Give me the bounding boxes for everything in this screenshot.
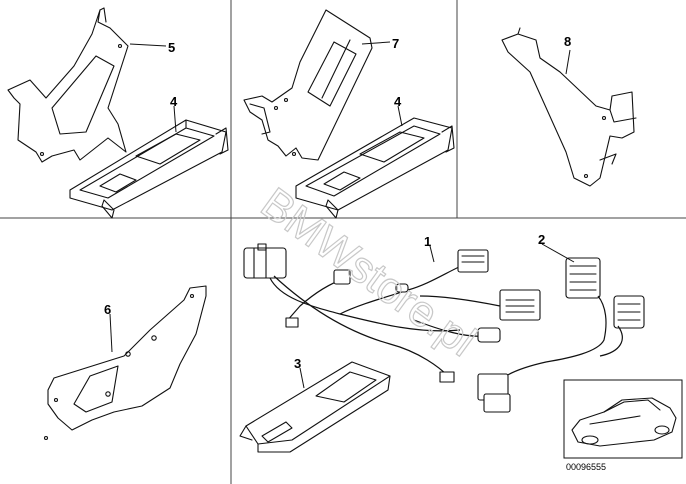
callout-3: 3: [294, 356, 301, 371]
leader-lines: [109, 41, 575, 389]
callout-8: 8: [564, 34, 571, 49]
part-6-plate: [43, 285, 207, 441]
callout-5: 5: [168, 40, 175, 55]
car-thumbnail: [563, 379, 683, 459]
watermark: BMWstore.pl: [252, 178, 486, 367]
callout-1: 1: [424, 234, 431, 249]
callout-7: 7: [392, 36, 399, 51]
part-7-bracket: [243, 9, 373, 161]
part-4-tray-left: [69, 119, 229, 219]
part-3-module: [239, 361, 391, 453]
callout-4-middle: 4: [394, 94, 402, 109]
part-1-wiring-harness: [243, 243, 541, 383]
callout-4-left: 4: [170, 94, 178, 109]
part-2-cable: [477, 257, 645, 413]
part-8-bracket: [501, 27, 637, 187]
part-5-bracket: [7, 7, 129, 163]
callout-2: 2: [538, 232, 545, 247]
document-number: 00096555: [566, 462, 606, 472]
callout-6: 6: [104, 302, 111, 317]
part-4-tray-middle: [295, 117, 455, 219]
svg-text:BMWstore.pl: BMWstore.pl: [252, 178, 485, 366]
